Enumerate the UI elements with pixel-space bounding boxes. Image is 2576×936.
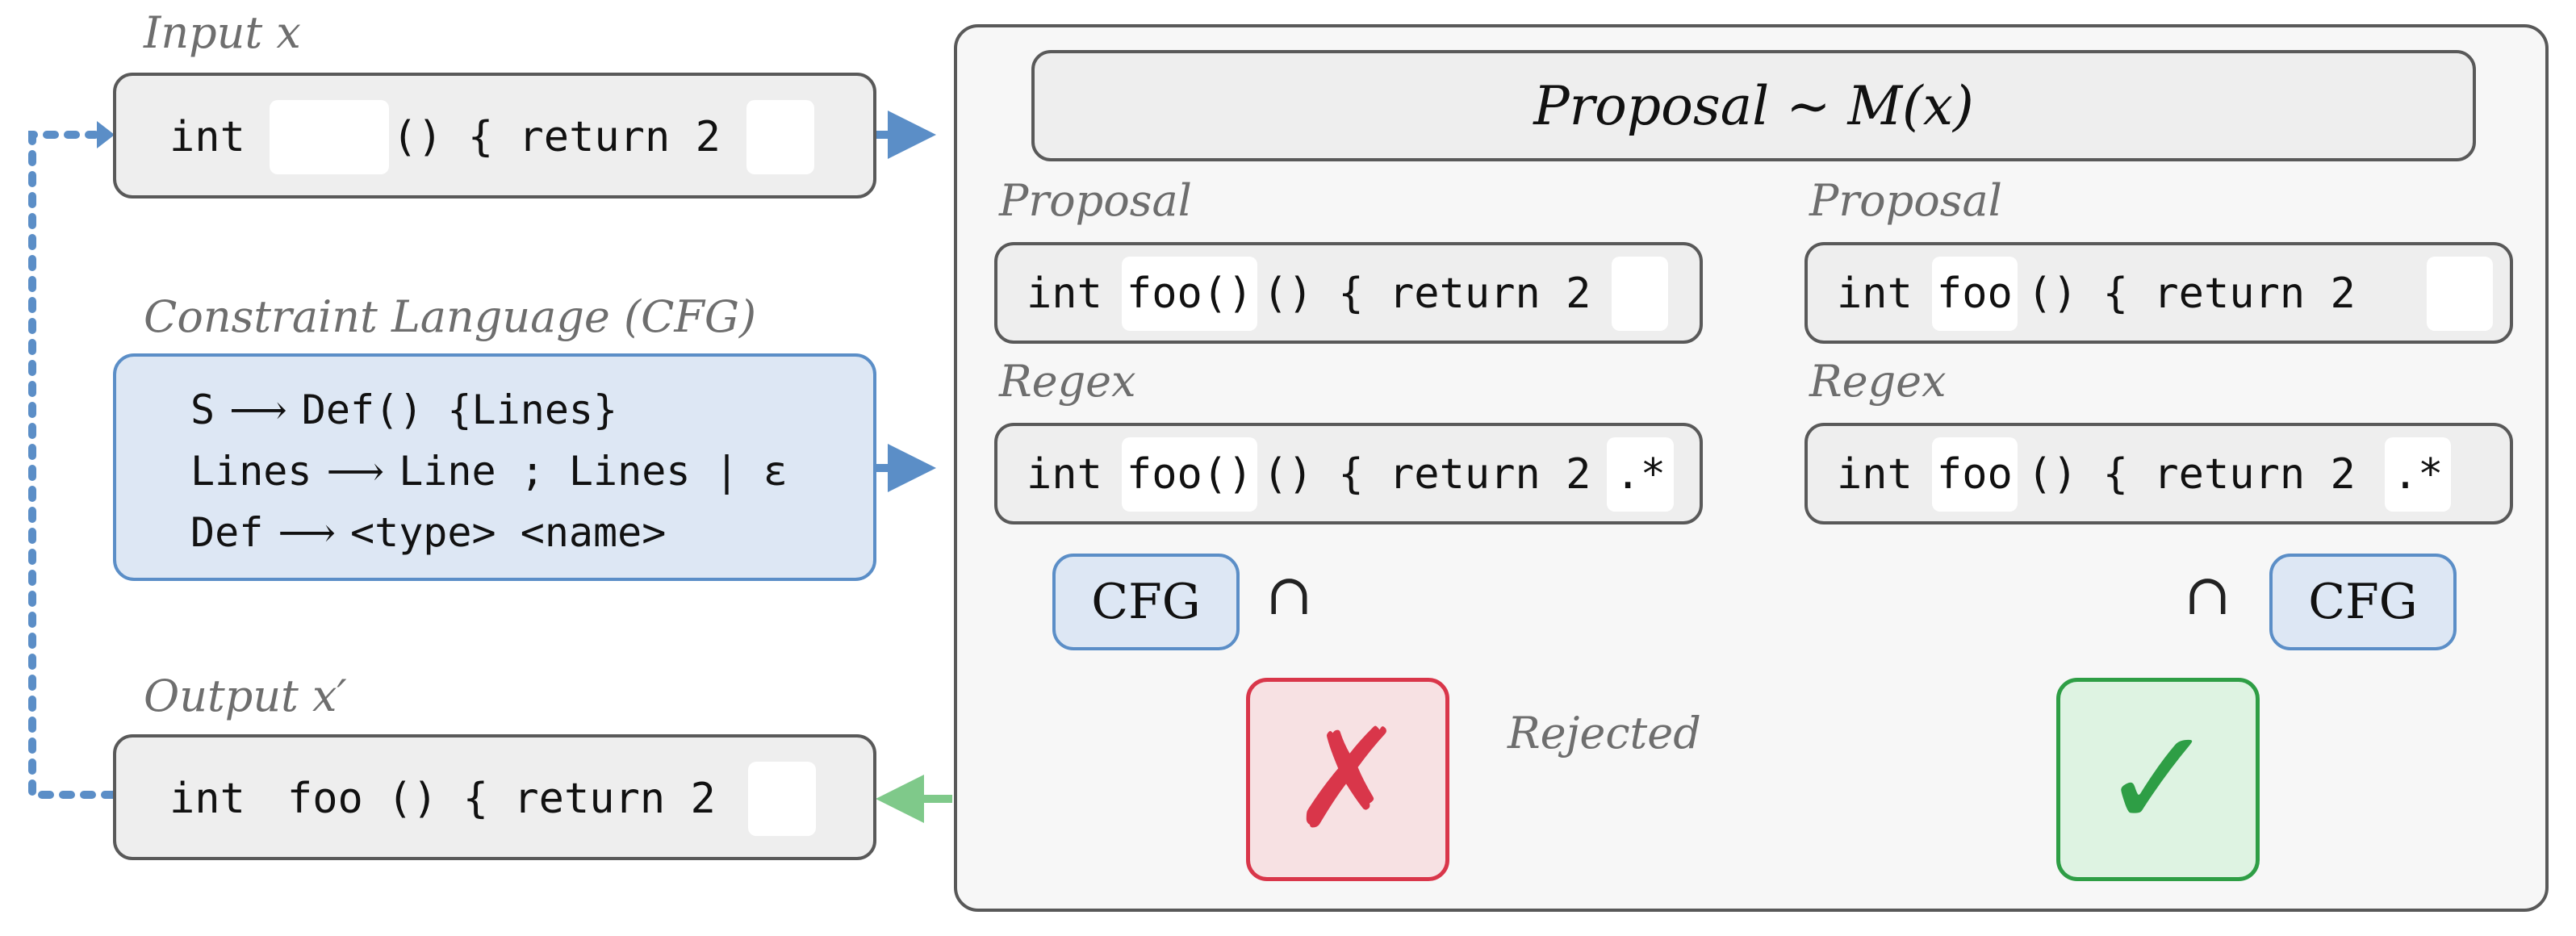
- right-regex-code-after: () { return 2: [2026, 450, 2356, 499]
- right-proposal-code-after: () { return 2: [2026, 270, 2356, 318]
- right-proposal-code-before: int: [1837, 270, 1913, 318]
- grammar-rule-arrow: ⟶: [229, 387, 287, 433]
- grammar-rule: S ⟶ Def() {Lines}: [190, 379, 788, 441]
- left-regex-code-after: () { return 2: [1262, 450, 1591, 499]
- left-proposal-code: int foo() () { return 2: [1027, 255, 1669, 332]
- grammar-rule-rhs: <type> <name>: [350, 509, 667, 556]
- right-regex-label: Regex: [1809, 356, 1947, 407]
- input-code-box: int () { return 2: [113, 73, 876, 198]
- left-cfg-tag: CFG: [1052, 554, 1240, 650]
- check-icon: ✓: [2100, 700, 2216, 859]
- right-intersect-symbol: ∩: [2184, 562, 2231, 628]
- right-regex-code-before: int: [1837, 450, 1913, 499]
- feedback-dotted-loop: [28, 131, 117, 799]
- grammar-rules: S ⟶ Def() {Lines} Lines ⟶ Line ; Lines | ε Def…: [190, 379, 788, 563]
- constraint-box: S ⟶ Def() {Lines} Lines ⟶ Line ; Lines | ε Def…: [113, 353, 876, 581]
- grammar-rule-lhs: Def: [190, 509, 264, 556]
- grammar-rule-rhs: Line ; Lines | ε: [399, 448, 788, 495]
- right-regex-wildcard: .*: [2384, 437, 2452, 512]
- left-intersect-symbol: ∩: [1265, 562, 1313, 628]
- left-proposal-code-before: int: [1027, 270, 1102, 318]
- right-proposal-slot: foo: [1931, 257, 2018, 331]
- grammar-rule: Def ⟶ <type> <name>: [190, 502, 788, 563]
- rejected-result-box: ✗: [1246, 678, 1449, 881]
- left-proposal-slot: foo(): [1121, 257, 1258, 331]
- rejected-label: Rejected: [1508, 708, 1701, 758]
- feedback-arrowhead: [97, 121, 115, 148]
- proposal-header-text: Proposal ∼ M(x): [1533, 74, 1974, 137]
- right-regex-code: int foo () { return 2 .*: [1837, 436, 2452, 513]
- right-regex-box: int foo () { return 2 .*: [1804, 423, 2513, 524]
- left-regex-slot: foo(): [1121, 437, 1258, 512]
- grammar-rule-lhs: Lines: [190, 448, 312, 495]
- right-proposal-code: int foo () { return 2: [1837, 255, 2493, 332]
- output-label: Output x′: [144, 671, 347, 721]
- output-code-before: int: [169, 775, 245, 823]
- grammar-rule-arrow: ⟶: [278, 509, 336, 556]
- output-tail-blank: [747, 762, 816, 836]
- right-proposal-tail-blank: [2426, 257, 2493, 331]
- right-cfg-tag: CFG: [2269, 554, 2457, 650]
- output-code-name: foo: [286, 775, 363, 823]
- left-regex-label: Regex: [999, 356, 1136, 407]
- right-regex-slot: foo: [1931, 437, 2018, 512]
- grammar-rule: Lines ⟶ Line ; Lines | ε: [190, 441, 788, 502]
- output-code-line: int foo () { return 2: [169, 760, 816, 838]
- proposal-header-box: Proposal ∼ M(x): [1031, 50, 2476, 161]
- input-tail-blank: [746, 100, 814, 174]
- cross-icon: ✗: [1290, 700, 1406, 859]
- input-label: Input x: [144, 7, 301, 58]
- right-proposal-box: int foo () { return 2: [1804, 242, 2513, 344]
- left-proposal-tail-blank: [1612, 257, 1669, 331]
- accepted-result-box: ✓: [2056, 678, 2260, 881]
- grammar-rule-arrow: ⟶: [326, 448, 385, 495]
- right-proposal-label: Proposal: [1809, 175, 2002, 226]
- input-name-blank: [269, 100, 389, 174]
- output-code-box: int foo () { return 2: [113, 734, 876, 860]
- constraint-label: Constraint Language (CFG): [144, 291, 757, 342]
- left-regex-code-before: int: [1027, 450, 1102, 499]
- left-regex-code: int foo() () { return 2 .*: [1027, 436, 1675, 513]
- left-proposal-code-after: () { return 2: [1262, 270, 1591, 318]
- input-code-line: int () { return 2: [169, 98, 814, 176]
- left-proposal-box: int foo() () { return 2: [994, 242, 1703, 344]
- left-regex-wildcard: .*: [1607, 437, 1675, 512]
- grammar-rule-rhs: Def() {Lines}: [301, 387, 618, 433]
- input-code-after: () { return 2: [391, 113, 721, 161]
- input-code-before: int: [169, 113, 245, 161]
- left-regex-box: int foo() () { return 2 .*: [994, 423, 1703, 524]
- output-code-after: () { return 2: [387, 775, 716, 823]
- grammar-rule-lhs: S: [190, 387, 215, 433]
- left-proposal-label: Proposal: [999, 175, 1192, 226]
